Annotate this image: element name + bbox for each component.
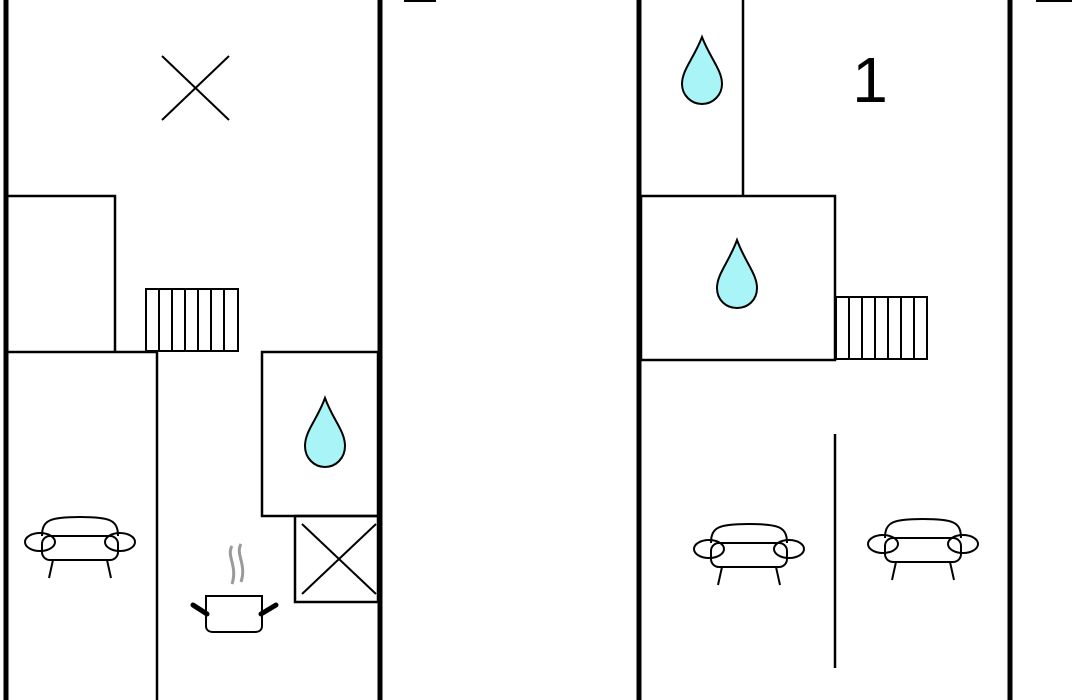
cooking-pot-icon [190, 543, 279, 633]
closet-room [6, 194, 117, 352]
sofa-icon [24, 515, 136, 579]
left-unit [3, 0, 436, 700]
water-drop-icon [680, 34, 724, 106]
sofa-icon [693, 522, 805, 586]
void-cross-icon [293, 514, 380, 604]
sofa-icon [867, 517, 979, 581]
bathroom-room [639, 194, 837, 362]
void-cross-icon [161, 55, 230, 121]
stairs-icon [835, 296, 928, 360]
water-drop-icon [303, 395, 347, 469]
stairs-icon [145, 288, 239, 352]
right-unit: 1 [636, 0, 1072, 700]
water-drop-icon [715, 237, 759, 310]
floor-label: 1 [852, 44, 888, 116]
